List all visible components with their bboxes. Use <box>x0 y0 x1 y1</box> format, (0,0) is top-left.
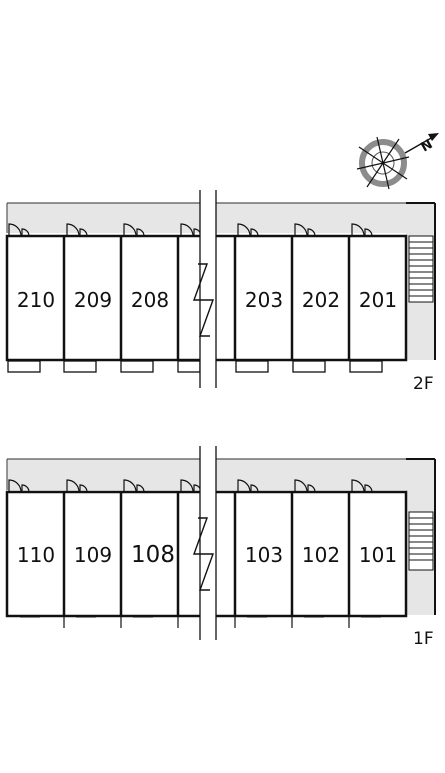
floor-label: 1F <box>413 629 434 649</box>
unit-number: 103 <box>245 543 283 567</box>
unit-number: 101 <box>359 543 397 567</box>
floor-label: 2F <box>413 374 434 394</box>
omission-break <box>193 446 217 640</box>
unit-number: 110 <box>17 543 55 567</box>
omission-break <box>193 190 217 390</box>
unit-number: 201 <box>359 288 397 312</box>
unit-number: 209 <box>74 288 112 312</box>
unit-number: 202 <box>302 288 340 312</box>
stairs <box>408 511 434 571</box>
floor-2f: 210 209 208 203 202 201 2F <box>5 190 436 394</box>
unit-number: 108 <box>131 542 175 568</box>
unit-number: 208 <box>131 288 169 312</box>
unit-number: 109 <box>74 543 112 567</box>
compass: N <box>356 133 439 190</box>
floor-1f: 110 109 108 103 102 101 1F <box>5 446 436 649</box>
unit-number: 210 <box>17 288 55 312</box>
stairs <box>408 235 434 303</box>
unit-number: 203 <box>245 288 283 312</box>
unit-number: 102 <box>302 543 340 567</box>
